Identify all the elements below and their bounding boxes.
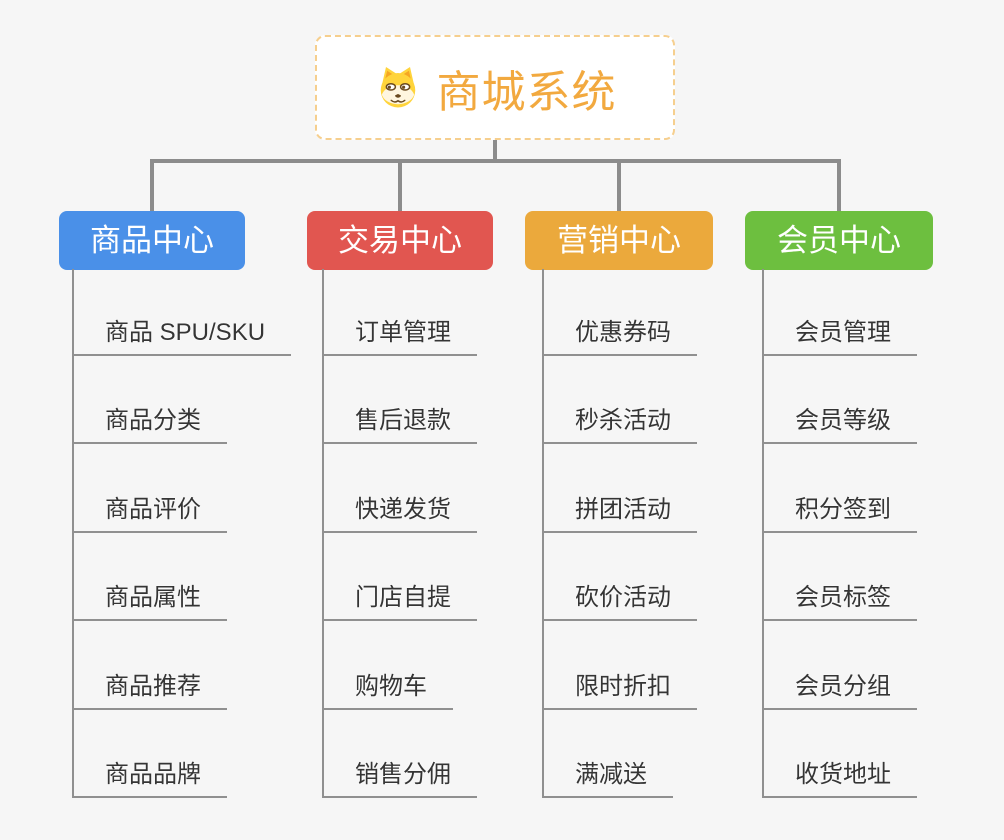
leaf-node[interactable]: 满减送	[542, 760, 673, 798]
leaf-node[interactable]: 秒杀活动	[542, 406, 697, 444]
leaf-node[interactable]: 会员等级	[762, 406, 917, 444]
connector-spine	[322, 269, 324, 798]
leaf-node[interactable]: 会员分组	[762, 672, 917, 710]
leaf-node[interactable]: 商品品牌	[72, 760, 227, 798]
leaf-node[interactable]: 商品推荐	[72, 672, 227, 710]
leaf-node[interactable]: 购物车	[322, 672, 453, 710]
branch-node-product-center[interactable]: 商品中心	[59, 211, 245, 270]
leaf-node[interactable]: 拼团活动	[542, 495, 697, 533]
leaf-node[interactable]: 会员管理	[762, 318, 917, 356]
leaf-node[interactable]: 售后退款	[322, 406, 477, 444]
connector-root-drop	[493, 140, 497, 161]
connector-spine	[72, 269, 74, 798]
leaf-node[interactable]: 快递发货	[322, 495, 477, 533]
branch-node-trade-center[interactable]: 交易中心	[307, 211, 493, 270]
leaf-node[interactable]: 商品分类	[72, 406, 227, 444]
connector-spine	[762, 269, 764, 798]
leaf-node[interactable]: 商品评价	[72, 495, 227, 533]
leaf-node[interactable]: 积分签到	[762, 495, 917, 533]
root-node[interactable]: 商城系统	[315, 35, 675, 140]
root-title: 商城系统	[436, 67, 617, 117]
leaf-node[interactable]: 收货地址	[762, 760, 917, 798]
leaf-node[interactable]: 门店自提	[322, 583, 477, 621]
leaf-node[interactable]: 优惠券码	[542, 318, 697, 356]
branch-node-marketing-center[interactable]: 营销中心	[525, 211, 713, 270]
leaf-node[interactable]: 砍价活动	[542, 583, 697, 621]
connector-drop-product	[150, 159, 154, 212]
dog-face-icon	[380, 66, 415, 107]
branch-node-member-center[interactable]: 会员中心	[745, 211, 933, 270]
connector-spine	[542, 269, 544, 798]
leaf-node[interactable]: 商品属性	[72, 583, 227, 621]
leaf-node[interactable]: 销售分佣	[322, 760, 477, 798]
leaf-node[interactable]: 订单管理	[322, 318, 477, 356]
connector-drop-trade	[398, 159, 402, 212]
connector-bus	[150, 159, 841, 163]
leaf-node[interactable]: 会员标签	[762, 583, 917, 621]
connector-drop-marketing	[617, 159, 621, 212]
leaf-node[interactable]: 商品 SPU/SKU	[72, 318, 292, 356]
connector-drop-member	[837, 159, 841, 212]
leaf-node[interactable]: 限时折扣	[542, 672, 697, 710]
